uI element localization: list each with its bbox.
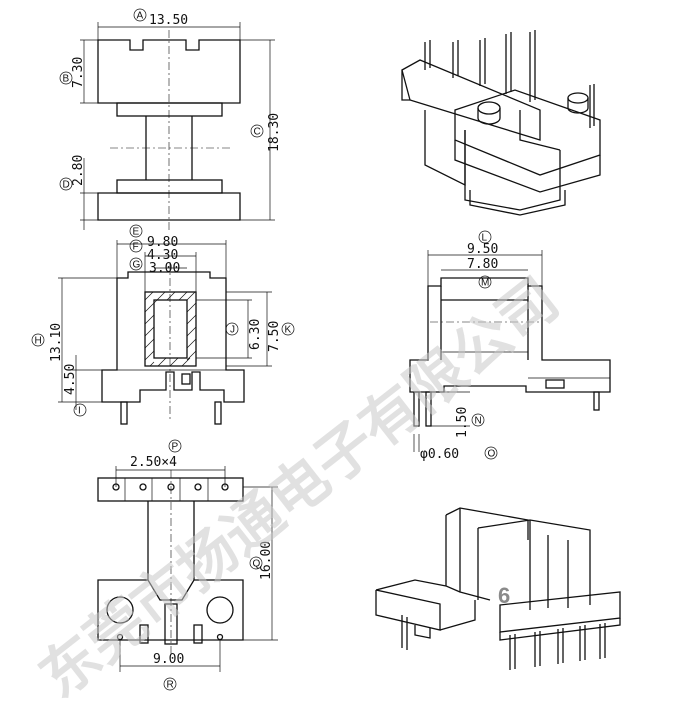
dim-a-value: 13.50 [149, 13, 188, 28]
circle-label-h: H [35, 336, 42, 347]
dim-j-value: 6.30 [248, 319, 263, 350]
circle-label-f: F [133, 242, 139, 253]
circle-label-d: D [63, 180, 70, 191]
circle-label-c: C [254, 127, 261, 138]
bottom-view [97, 466, 278, 672]
circle-label-j: J [230, 325, 235, 336]
dim-i-value: 4.50 [63, 364, 78, 395]
dim-c-value: 18.30 [267, 113, 282, 152]
isometric-view-bottom [375, 507, 621, 670]
dim-q-value: 16.00 [259, 541, 274, 580]
circle-label-o: O [488, 449, 496, 460]
circle-label-k: K [285, 325, 292, 336]
circle-label-m: M [481, 278, 489, 289]
circle-label-l: L [482, 233, 488, 244]
dim-f-value: 4.30 [147, 248, 178, 263]
dim-r-value: 9.00 [153, 652, 184, 667]
dim-d-value: 2.80 [71, 155, 86, 186]
side-view [58, 240, 272, 425]
circle-label-p: P [172, 442, 179, 453]
circle-label-n: N [475, 416, 482, 427]
dim-n-value: 1.50 [455, 407, 470, 438]
circle-label-r: R [167, 680, 174, 691]
dim-b-value: 7.30 [71, 57, 86, 88]
company-watermark: 东莞市扬通电子有限公司 [27, 265, 572, 711]
side-view-right [409, 250, 611, 452]
circle-label-g: G [133, 260, 141, 271]
dim-o-value: φ0.60 [420, 447, 459, 462]
page-number: 6 [498, 583, 510, 608]
dim-g-value: 3.00 [149, 261, 180, 276]
dimension-labels: A 13.50 B 7.30 C 18.30 D 2.80 E 9.80 F 4… [31, 8, 498, 691]
dim-m-value: 7.80 [467, 257, 498, 272]
dim-p-value: 2.50×4 [130, 455, 177, 470]
circle-label-i: I [78, 406, 81, 417]
circle-label-a: A [137, 11, 144, 22]
circle-label-q: Q [253, 559, 261, 570]
circle-label-e: E [133, 227, 140, 238]
dim-h-value: 13.10 [49, 323, 64, 362]
front-view [80, 22, 275, 232]
dim-k-value: 7.50 [267, 321, 282, 352]
circle-label-b: B [63, 74, 70, 85]
dim-l-value: 9.50 [467, 242, 498, 257]
dim-e-value: 9.80 [147, 235, 178, 250]
isometric-view-top [401, 30, 601, 216]
